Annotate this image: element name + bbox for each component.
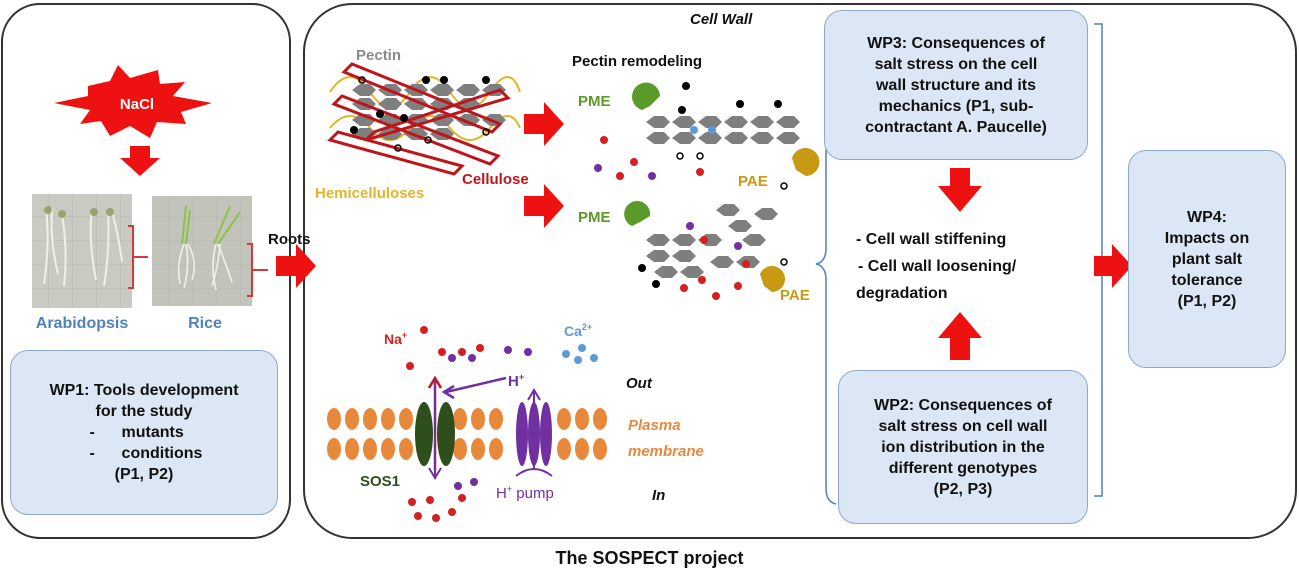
- pectin-remodeling-top: PME PAE: [578, 82, 820, 190]
- sos1-h-arrow: [428, 380, 442, 480]
- sos1-transporter-icon: [415, 402, 455, 466]
- pae-top-label: PAE: [738, 173, 768, 190]
- arrow-roots-right: [276, 244, 316, 288]
- nacl-starburst-icon: NaCl: [54, 65, 212, 138]
- pump-atp-arc: [515, 468, 553, 477]
- plasma-label: Plasma: [628, 417, 681, 434]
- wp3-line: contractant A. Paucelle): [865, 118, 1047, 136]
- wp1-partners: (P1, P2): [114, 466, 174, 483]
- arrow-to-pme-top: [524, 102, 564, 146]
- nacl-label: NaCl: [120, 96, 154, 113]
- out-label: Out: [626, 375, 653, 392]
- wp4-box: WP4: Impacts on plant salt tolerance (P1…: [1128, 150, 1286, 368]
- arabidopsis-label: Arabidopsis: [36, 315, 129, 332]
- sos1-label: SOS1: [360, 473, 400, 490]
- wp1-items: - mutants - conditions: [86, 422, 203, 464]
- arabidopsis-bracket: [128, 225, 148, 289]
- h-antiport-arrow: [441, 376, 507, 400]
- ion-dots-inside: [408, 478, 478, 522]
- wp3-box: WP3: Consequences of salt stress on the …: [824, 10, 1088, 160]
- wp2-line: salt stress on cell wall: [878, 417, 1048, 435]
- arrow-wp2-up: [938, 312, 982, 360]
- cell-wall-label: Cell Wall: [690, 11, 753, 28]
- rice-bracket: [247, 243, 268, 297]
- pae-bottom-label: PAE: [780, 287, 810, 304]
- figure-caption: The SOSPECT project: [555, 548, 744, 568]
- pae-bottom-enzyme-icon: [760, 266, 785, 292]
- ion-dots-outside: [406, 326, 598, 370]
- wp4-line: WP4:: [1187, 208, 1227, 226]
- arrow-to-wp4: [1094, 244, 1132, 288]
- pump-arrow-up: [527, 388, 541, 470]
- wp2-line: different genotypes: [888, 459, 1038, 477]
- wp2-line: WP2: Consequences of: [874, 396, 1052, 414]
- na-label: Na+: [384, 330, 407, 347]
- wp2-box: WP2: Consequences of salt stress on cell…: [838, 370, 1088, 524]
- in-label: In: [652, 487, 665, 504]
- wp3-line: mechanics (P1, sub-: [878, 97, 1034, 115]
- rice-label: Rice: [188, 315, 222, 332]
- pme-top-label: PME: [578, 93, 611, 110]
- wp4-line: Impacts on: [1164, 229, 1250, 247]
- cell-wall-effects: - Cell wall stiffening - Cell wall loose…: [856, 226, 1016, 307]
- pme-bottom-enzyme-icon: [624, 201, 651, 226]
- wp1-item-mutants: - mutants: [89, 424, 184, 441]
- rice-roots-photo-icon: [152, 196, 252, 306]
- effect-stiffening: - Cell wall stiffening: [856, 231, 1007, 248]
- arabidopsis-roots-photo-icon: [32, 194, 132, 308]
- wp1-title: WP1: Tools development for the study: [49, 382, 239, 420]
- pectin-remodeling-label: Pectin remodeling: [572, 53, 702, 70]
- wp2-line: ion distribution in the: [881, 438, 1045, 456]
- ca-label: Ca2+: [564, 322, 592, 339]
- h-pump-label: H+ pump: [496, 484, 554, 502]
- wp4-line: (P1, P2): [1177, 292, 1237, 310]
- arrow-nacl-down: [120, 146, 160, 176]
- wp3-line: salt stress on the cell: [874, 55, 1038, 73]
- pectin-remodeling-bottom: PME PAE: [578, 201, 810, 304]
- arrow-wp3-down: [938, 168, 982, 212]
- pectin-label: Pectin: [356, 47, 401, 64]
- h-label: H+: [508, 372, 524, 390]
- hemicelluloses-label: Hemicelluloses: [315, 185, 424, 202]
- wp3-line: wall structure and its: [875, 76, 1037, 94]
- cellulose-label: Cellulose: [462, 171, 529, 188]
- wp1-box: WP1: Tools development for the study - m…: [10, 350, 278, 515]
- pme-bottom-label: PME: [578, 209, 611, 226]
- wp3-line: WP3: Consequences of: [867, 34, 1045, 52]
- arrow-to-pme-bottom: [524, 184, 564, 228]
- plasma-membrane: [327, 408, 607, 460]
- membrane-label: membrane: [628, 443, 704, 460]
- wp2-line: (P2, P3): [933, 480, 993, 498]
- wp4-line: tolerance: [1171, 271, 1243, 289]
- cell-wall-polymer-bundle: Pectin Hemicelluloses Cellulose: [315, 47, 529, 202]
- wp1-item-conditions: - conditions: [89, 445, 203, 462]
- pme-enzyme-icon: [632, 82, 660, 110]
- effect-loosening: - Cell wall loosening/: [858, 258, 1017, 275]
- pae-top-enzyme-icon: [792, 148, 820, 176]
- roots-label: Roots: [268, 231, 311, 248]
- wp4-line: plant salt: [1171, 250, 1243, 268]
- effect-degradation: degradation: [856, 285, 948, 302]
